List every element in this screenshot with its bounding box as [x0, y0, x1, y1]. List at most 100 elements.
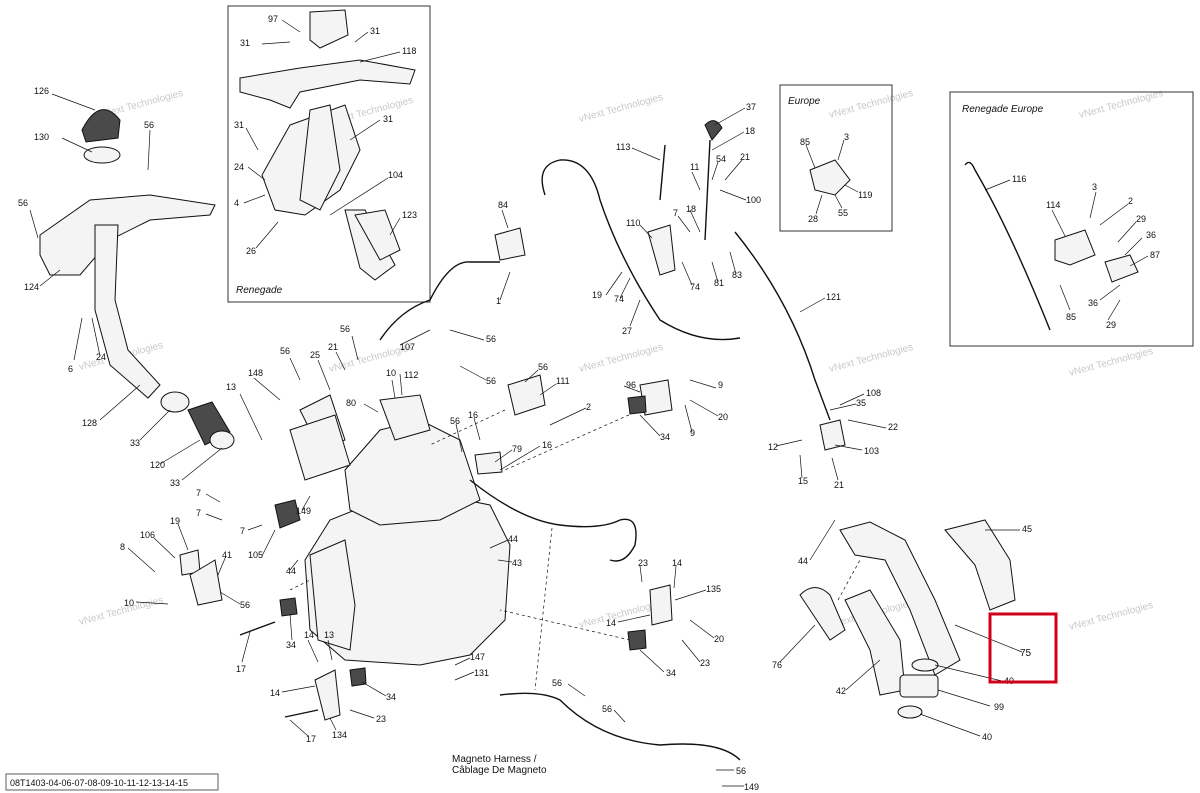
callout-147: 147 [470, 652, 485, 662]
part-123 [354, 209, 401, 261]
part-27-cable [541, 159, 741, 341]
callout-16: 16 [468, 410, 478, 420]
callout-40: 40 [982, 732, 992, 742]
part-75-duct [839, 521, 961, 676]
callout-33: 33 [130, 438, 140, 448]
part-103-bracket [819, 419, 846, 451]
callout-35: 35 [856, 398, 866, 408]
callout-20: 20 [718, 412, 728, 422]
callout-14: 14 [270, 688, 280, 698]
callout-131: 131 [474, 668, 489, 678]
watermark: vNext Technologies [828, 88, 914, 121]
callout-106: 106 [140, 530, 155, 540]
part-112-throttle-body [379, 394, 431, 441]
inset-europe: Europe 85 3 119 28 55 [779, 84, 893, 232]
watermark: vNext Technologies [1068, 600, 1154, 633]
callout-97: 97 [268, 14, 278, 24]
callout-56: 56 [18, 198, 28, 208]
callout-23: 23 [638, 558, 648, 568]
watermark: vNext Technologies [578, 92, 664, 125]
callout-56: 56 [450, 416, 460, 426]
callout-56: 56 [144, 120, 154, 130]
callout-29: 29 [1106, 320, 1116, 330]
callout-19: 19 [170, 516, 180, 526]
harness-label-line2: Câblage De Magneto [452, 765, 547, 776]
callout-75-highlighted: 75 [1020, 648, 1032, 659]
callout-4: 4 [234, 198, 239, 208]
reference-code: 08T1403-04-06-07-08-09-10-11-12-13-14-15 [10, 778, 188, 788]
callout-24: 24 [234, 162, 244, 172]
part-16-bracket [474, 451, 503, 475]
callout-13: 13 [226, 382, 236, 392]
callout-74: 74 [614, 294, 624, 304]
watermark: vNext Technologies [1078, 88, 1164, 121]
callout-14: 14 [606, 618, 616, 628]
part-135-bracket [649, 584, 673, 626]
callout-85: 85 [1066, 312, 1076, 322]
callout-135: 135 [706, 584, 721, 594]
air-intake-group: 126 56 130 56 124 6 24 128 33 120 33 [18, 86, 235, 488]
callout-34: 34 [286, 640, 296, 650]
part-118 [239, 59, 416, 109]
part-126 [81, 109, 121, 143]
callout-20: 20 [714, 634, 724, 644]
part-41-bracket [189, 559, 223, 606]
part-107-cable [379, 261, 500, 341]
callout-148: 148 [248, 368, 263, 378]
callout-17: 17 [236, 664, 246, 674]
magneto-harness [499, 692, 741, 761]
callout-130: 130 [34, 132, 49, 142]
callout-23: 23 [376, 714, 386, 724]
callout-56: 56 [552, 678, 562, 688]
part-128 [94, 224, 161, 399]
part-17-bolt [284, 709, 319, 718]
callout-56: 56 [736, 766, 746, 776]
callout-12: 12 [768, 442, 778, 452]
callout-25: 25 [310, 350, 320, 360]
callout-100: 100 [746, 195, 761, 205]
callout-43: 43 [512, 558, 522, 568]
callout-7: 7 [240, 526, 245, 536]
callout-21: 21 [740, 152, 750, 162]
callout-13: 13 [324, 630, 334, 640]
callout-24: 24 [96, 352, 106, 362]
callout-99: 99 [994, 702, 1004, 712]
part-34-mount [279, 597, 298, 617]
callout-29: 29 [1136, 214, 1146, 224]
callout-18: 18 [686, 204, 696, 214]
callout-7: 7 [673, 208, 678, 218]
highlight-box [988, 612, 1058, 684]
inset-renegade-europe-title: Renegade Europe [962, 104, 1044, 115]
callout-124: 124 [24, 282, 39, 292]
callout-119: 119 [858, 190, 872, 200]
callout-14: 14 [672, 558, 682, 568]
callout-23: 23 [700, 658, 710, 668]
callout-16: 16 [542, 440, 552, 450]
callout-84: 84 [498, 200, 508, 210]
part-130 [83, 146, 121, 164]
callout-56: 56 [340, 324, 350, 334]
callout-7: 7 [196, 508, 201, 518]
callout-1: 1 [496, 296, 501, 306]
callout-110: 110 [626, 218, 640, 228]
part-40-clamp [911, 658, 939, 672]
callout-85: 85 [800, 137, 810, 147]
part-34-mount [627, 395, 647, 415]
callout-83: 83 [732, 270, 742, 280]
callout-79: 79 [512, 444, 522, 454]
engine-cylinders [344, 419, 481, 526]
callout-44: 44 [798, 556, 808, 566]
callout-56: 56 [602, 704, 612, 714]
callout-22: 22 [888, 422, 898, 432]
callout-3: 3 [844, 132, 849, 142]
inset-renegade-frame [227, 5, 431, 303]
engine-assembly: 13 148 56 25 21 56 80 112 10 [226, 324, 741, 761]
part-114-bracket [1054, 229, 1096, 266]
callout-27: 27 [622, 326, 632, 336]
inset-renegade-title: Renegade [236, 285, 283, 296]
callout-21: 21 [328, 342, 338, 352]
reference-code-box: 08T1403-04-06-07-08-09-10-11-12-13-14-15 [5, 773, 219, 791]
part-europe-bracket [809, 159, 851, 196]
callout-14: 14 [304, 630, 314, 640]
callout-105: 105 [248, 550, 263, 560]
